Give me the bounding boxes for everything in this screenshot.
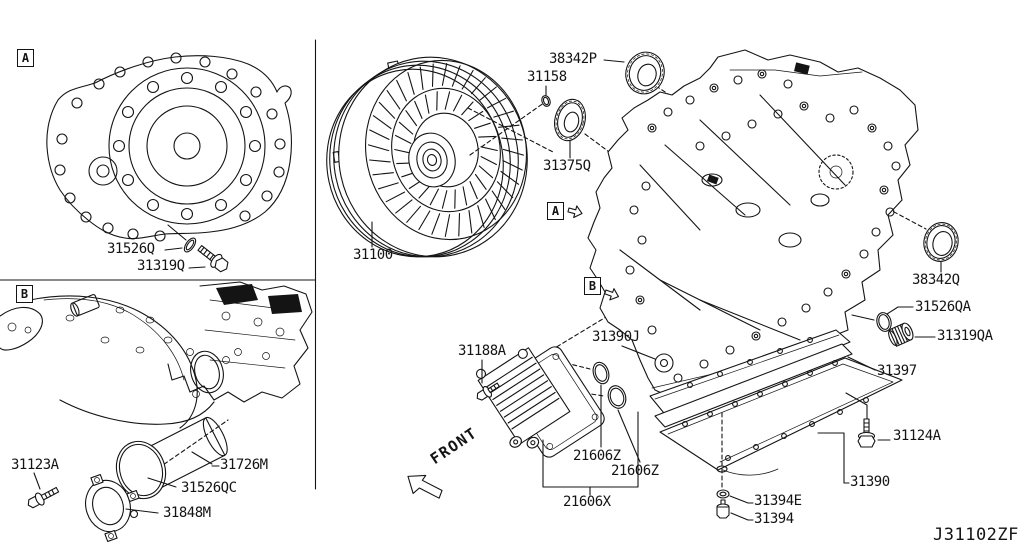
section-a-marker: A <box>17 49 34 67</box>
gasket-31397-leader <box>847 356 876 371</box>
bolt-31188A-drawing <box>476 359 500 401</box>
section-a-housing-drawing <box>46 52 292 242</box>
part-label-31123A: 31123A <box>11 457 59 473</box>
torque-converter-drawing <box>326 56 528 258</box>
part-label-31390: 31390 <box>850 474 890 490</box>
part-label-31526QA: 31526QA <box>915 299 971 315</box>
front-arrow <box>407 474 443 499</box>
part-label-38342P: 38342P <box>549 51 597 67</box>
plug-31319Q-drawing <box>188 245 229 273</box>
part-label-21606Z-a: 21606Z <box>573 448 621 464</box>
part-label-31188A: 31188A <box>458 343 506 359</box>
panel-dividers <box>0 39 317 490</box>
oil-pan-31390-drawing <box>659 357 903 484</box>
cover-31848M-drawing <box>85 473 159 543</box>
washer-31526Q-drawing <box>164 237 197 253</box>
part-label-31158: 31158 <box>527 69 567 85</box>
part-label-31124A: 31124A <box>893 428 941 444</box>
section-b-letter: B <box>20 287 29 301</box>
view-a-letter: A <box>551 204 560 218</box>
transaxle-case-drawing <box>587 49 919 397</box>
cooler-core-21606X-drawing <box>475 347 639 496</box>
part-label-31394E: 31394E <box>754 493 802 509</box>
part-label-38342Q: 38342Q <box>912 272 960 288</box>
oring-21606Z-a-drawing <box>592 361 610 448</box>
oring-21606Z-b-drawing <box>607 385 641 463</box>
part-label-21606Z-b: 21606Z <box>611 463 659 479</box>
part-label-21606X: 21606X <box>563 494 611 510</box>
view-marker-arrows <box>567 205 620 301</box>
part-label-31394: 31394 <box>754 511 794 527</box>
diagram-code: J31102ZF <box>933 525 1019 545</box>
part-label-31526Q: 31526Q <box>107 241 155 257</box>
section-a-letter: A <box>21 51 30 65</box>
oring-31526QC-drawing <box>115 440 177 500</box>
gasket-sheet-drawing <box>649 329 853 428</box>
seal-38342P-drawing <box>603 51 665 95</box>
part-label-31100: 31100 <box>353 247 393 263</box>
part-label-31319Q: 31319Q <box>137 258 185 274</box>
view-b-marker: B <box>584 277 601 295</box>
part-label-31848M: 31848M <box>163 505 211 521</box>
view-a-marker: A <box>547 202 564 220</box>
part-label-31375Q: 31375Q <box>543 158 591 174</box>
part-label-31526QC: 31526QC <box>181 480 237 496</box>
seal-31375Q-drawing <box>554 98 586 159</box>
view-b-letter: B <box>588 279 597 293</box>
bolt-31123A-drawing <box>27 472 60 509</box>
part-label-31390J: 31390J <box>592 329 640 345</box>
plug-31319QA-drawing <box>888 322 936 347</box>
part-label-31319QA: 31319QA <box>937 328 993 344</box>
grommet-31390J-drawing <box>621 345 674 373</box>
seal-38342Q-drawing <box>923 222 959 273</box>
section-b-marker: B <box>16 285 33 303</box>
part-label-31726M: 31726M <box>220 457 268 473</box>
oring-31526QA-drawing <box>851 306 914 332</box>
oring-31158-drawing <box>541 85 551 107</box>
bolt-31124A-drawing <box>845 392 891 448</box>
part-label-31397: 31397 <box>877 363 917 379</box>
drain-plug-31394-drawing <box>716 412 754 521</box>
